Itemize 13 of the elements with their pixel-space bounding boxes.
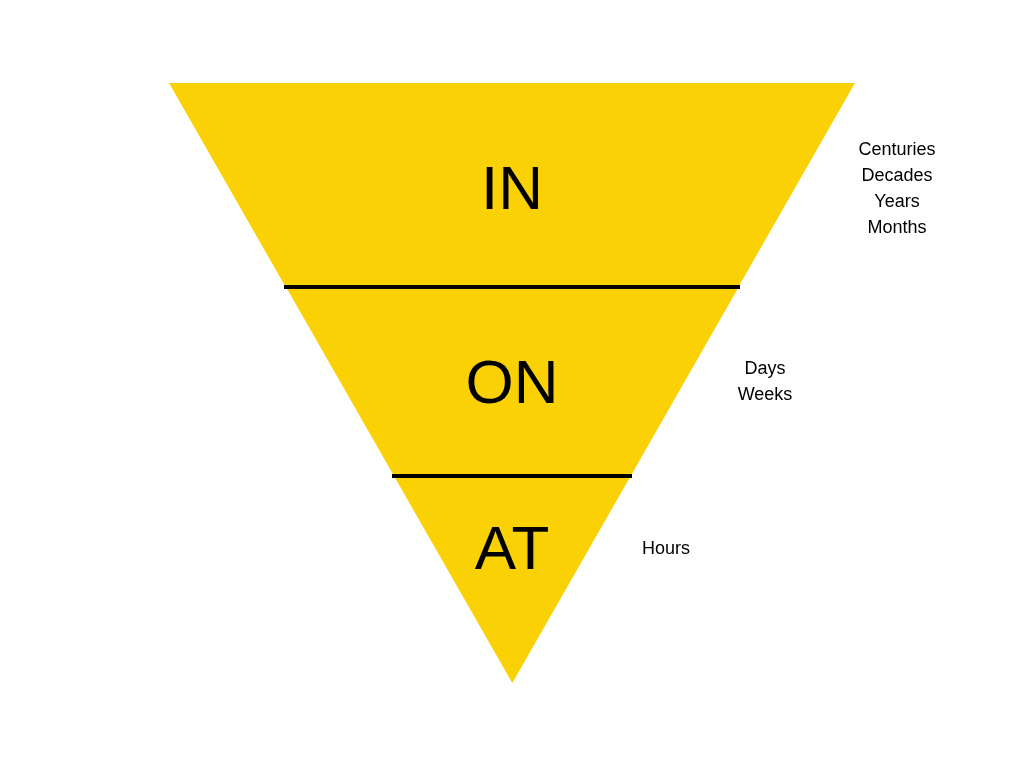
band-label: IN [481,157,543,219]
time-unit-label: Days [744,357,786,380]
pyramid-band [393,476,631,683]
pyramid-band [285,287,739,476]
time-unit-label: Years [874,190,920,213]
time-unit-label: Hours [642,537,690,560]
band-label: ON [465,351,559,413]
time-unit-label: Weeks [737,383,793,406]
time-unit-label: Months [867,216,927,239]
time-unit-label: Centuries [858,138,936,161]
time-unit-label: Decades [861,164,933,187]
band-label: AT [474,517,550,579]
pyramid-band [169,83,855,287]
